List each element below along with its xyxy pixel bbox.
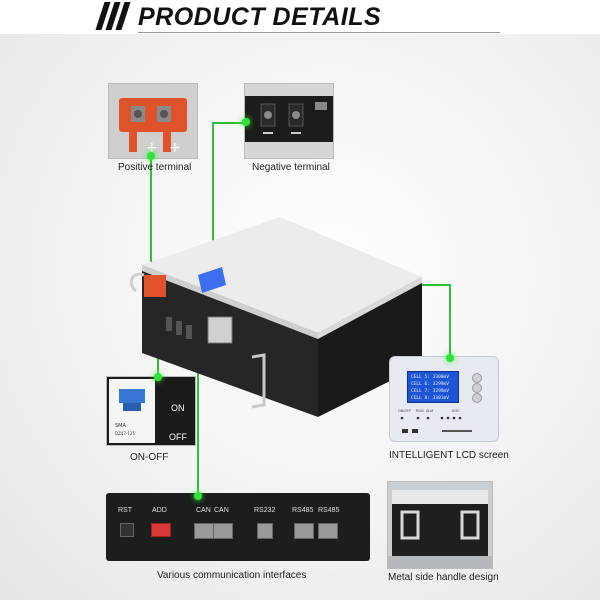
lcd-button-down[interactable] [472, 393, 482, 403]
port-label-rs485-1: RS485 [292, 507, 314, 514]
port-label-add: ADD [152, 507, 167, 514]
lcd-screen: CELL 5: 3300mV CELL 6: 3299mV CELL 7: 32… [407, 371, 459, 403]
lcd-status-run: RUN [416, 409, 424, 413]
svg-text:DZ47-125: DZ47-125 [115, 431, 135, 436]
lcd-dot [446, 354, 454, 362]
port-label-rs485-2: RS485 [318, 507, 340, 514]
connector-line-comm [197, 340, 199, 496]
lcd-led-row [400, 416, 462, 420]
rs485-port-2[interactable] [318, 523, 338, 539]
negative-terminal-dot [242, 118, 250, 126]
breaker-switch-icon: SMA DZ47-125 [109, 379, 155, 443]
port-label-rst: RST [118, 507, 132, 514]
lcd-cell-8: CELL 8: 3301mV [411, 396, 449, 401]
switch-off-label: OFF [169, 432, 187, 442]
comm-caption: Various communication interfaces [157, 570, 307, 581]
communication-panel: RST ADD CAN CAN RS232 RS485 RS485 [106, 493, 370, 561]
can-port-2[interactable] [213, 523, 233, 539]
side-handle-photo [387, 481, 493, 569]
negative-terminal-caption: Negative terminal [252, 162, 330, 173]
address-dip-switch[interactable] [151, 523, 171, 537]
port-label-can-1: CAN [196, 507, 211, 514]
lcd-bottom-icons [402, 429, 472, 433]
on-off-dot [154, 373, 162, 381]
on-off-switch-photo: SMA DZ47-125 ON OFF [106, 376, 196, 446]
handle-caption: Metal side handle design [388, 572, 499, 583]
lcd-status-onoff: ON/OFF [398, 409, 412, 413]
lcd-status-soc: SOC [452, 409, 460, 413]
port-label-rs232: RS232 [254, 507, 276, 514]
svg-text:SMA: SMA [115, 423, 126, 429]
rs232-port[interactable] [257, 523, 273, 539]
positive-terminal-caption: Positive terminal [118, 162, 192, 173]
header: PRODUCT DETAILS [0, 0, 600, 34]
switch-on-label: ON [171, 403, 185, 413]
side-handle-icon [388, 482, 492, 568]
connector-line-negative-h [212, 122, 246, 124]
lcd-cell-5: CELL 5: 3300mV [411, 375, 449, 380]
connector-line-negative-v [212, 122, 214, 330]
comm-dot [194, 492, 202, 500]
battery-unit-illustration [130, 217, 422, 417]
negative-terminal-icon [245, 84, 333, 158]
lcd-button-enter[interactable] [472, 383, 482, 393]
lcd-cell-7: CELL 7: 3299mV [411, 389, 449, 394]
lcd-button-up[interactable] [472, 373, 482, 383]
page-title: PRODUCT DETAILS [138, 3, 382, 31]
rst-button[interactable] [120, 523, 134, 537]
positive-terminal-dot [147, 152, 155, 160]
svg-text:+: + [146, 140, 158, 156]
connector-line-lcd-v [449, 284, 451, 358]
can-port-1[interactable] [194, 523, 214, 539]
port-label-can-2: CAN [214, 507, 229, 514]
title-underline [138, 32, 500, 33]
lcd-panel: CELL 5: 3300mV CELL 6: 3299mV CELL 7: 32… [389, 356, 499, 442]
lcd-cell-6: CELL 6: 3299mV [411, 382, 449, 387]
on-off-caption: ON-OFF [130, 452, 169, 463]
rs485-port-1[interactable] [294, 523, 314, 539]
svg-text:+: + [169, 140, 181, 156]
negative-terminal-photo [244, 83, 334, 159]
lcd-status-alm: ALM [426, 409, 434, 413]
positive-terminal-icon: + + [109, 84, 197, 158]
lcd-caption: INTELLIGENT LCD screen [389, 450, 509, 461]
positive-terminal-photo: + + [108, 83, 198, 159]
connector-line-positive [150, 155, 152, 277]
